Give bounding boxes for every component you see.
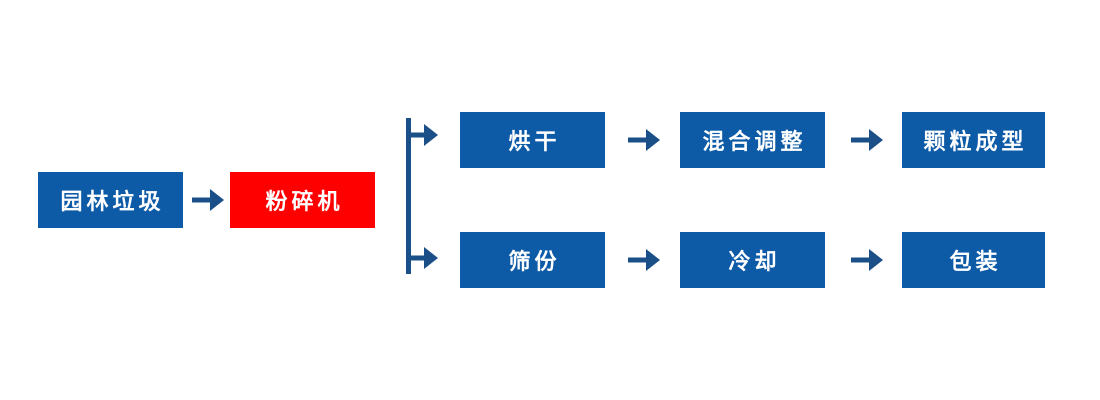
node-crusher: 粉碎机	[230, 172, 375, 228]
branch-connector	[404, 116, 444, 283]
arrow-right-icon	[190, 185, 226, 220]
arrow-right-icon	[626, 125, 662, 160]
node-label: 颗粒成型	[923, 129, 1028, 154]
node-label: 混合调整	[702, 129, 807, 154]
arrow-right-icon	[849, 245, 885, 280]
node-label: 粉碎机	[265, 189, 344, 214]
node-label: 冷却	[728, 249, 781, 274]
node-mixing-adjustment: 混合调整	[680, 112, 825, 168]
node-garden-waste: 园林垃圾	[38, 172, 183, 228]
node-cooling: 冷却	[680, 232, 825, 288]
arrow-right-icon	[849, 125, 885, 160]
arrow-right-icon	[626, 245, 662, 280]
node-pellet-forming: 颗粒成型	[902, 112, 1045, 168]
node-drying: 烘干	[460, 112, 605, 168]
node-packaging: 包装	[902, 232, 1045, 288]
node-label: 园林垃圾	[60, 189, 165, 214]
node-label: 筛份	[508, 249, 561, 274]
node-sieving: 筛份	[460, 232, 605, 288]
node-label: 包装	[949, 249, 1002, 274]
node-label: 烘干	[508, 129, 561, 154]
